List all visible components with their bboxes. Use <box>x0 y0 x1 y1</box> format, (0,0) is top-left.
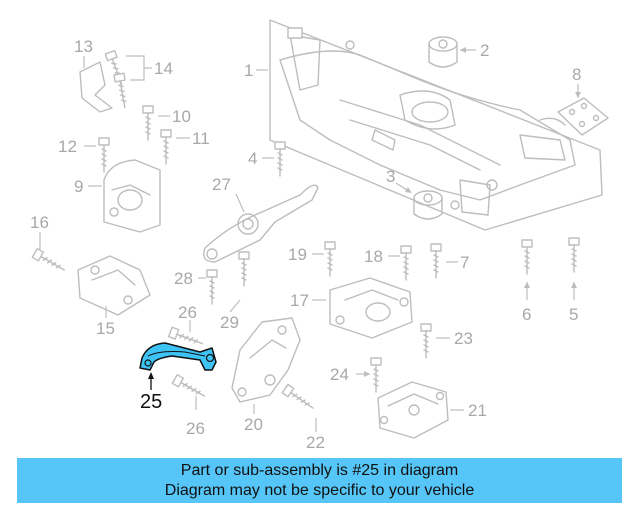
callout-21: 21 <box>468 401 487 420</box>
callout-1: 1 <box>244 61 253 80</box>
bracket-part-15 <box>77 255 151 316</box>
callout-4: 4 <box>248 149 257 168</box>
callout-9: 9 <box>74 177 83 196</box>
subframe-part <box>269 19 603 231</box>
engine-mount-part-9 <box>103 159 161 233</box>
callout-8: 8 <box>572 65 581 84</box>
callout-23: 23 <box>454 329 473 348</box>
callout-14: 14 <box>154 59 173 78</box>
callout-6: 6 <box>522 305 531 324</box>
banner-line-1: Part or sub-assembly is #25 in diagram <box>180 462 459 479</box>
callout-5: 5 <box>569 305 578 324</box>
callout-15: 15 <box>96 319 115 338</box>
callout-17: 17 <box>290 291 309 310</box>
transmission-mount-part-17 <box>329 277 413 339</box>
plate-part-8 <box>557 97 609 136</box>
bracket-part-13 <box>79 61 113 113</box>
callout-13: 13 <box>74 37 93 56</box>
mount-part-3 <box>413 190 443 220</box>
callout-2: 2 <box>480 41 489 60</box>
callout-25-highlighted: 25 <box>140 391 162 413</box>
callout-26-lower: 26 <box>186 419 205 438</box>
callout-29: 29 <box>220 313 239 332</box>
callout-26-upper: 26 <box>178 303 197 322</box>
callout-18: 18 <box>364 247 383 266</box>
callout-22: 22 <box>306 433 325 452</box>
callout-7: 7 <box>460 253 469 272</box>
callout-12: 12 <box>58 137 77 156</box>
exploded-parts-diagram: 1 2 3 4 5 6 7 8 9 10 11 12 13 14 15 16 1… <box>30 19 609 452</box>
mount-part-2 <box>428 36 458 68</box>
callout-28: 28 <box>174 269 193 288</box>
bracket-part-20 <box>231 317 301 403</box>
torque-rod-part-27 <box>203 184 319 263</box>
callout-3: 3 <box>386 167 395 186</box>
callout-10: 10 <box>172 107 191 126</box>
highlighted-bracket-part-25 <box>139 342 217 371</box>
callout-11: 11 <box>192 129 210 148</box>
callout-27: 27 <box>212 175 231 194</box>
info-banner: Part or sub-assembly is #25 in diagram D… <box>17 458 622 503</box>
mount-part-21 <box>377 381 449 439</box>
callout-20: 20 <box>244 415 263 434</box>
banner-line-2: Diagram may not be specific to your vehi… <box>164 482 475 499</box>
callout-19: 19 <box>288 245 307 264</box>
callout-16: 16 <box>30 213 49 232</box>
callout-24: 24 <box>330 365 349 384</box>
